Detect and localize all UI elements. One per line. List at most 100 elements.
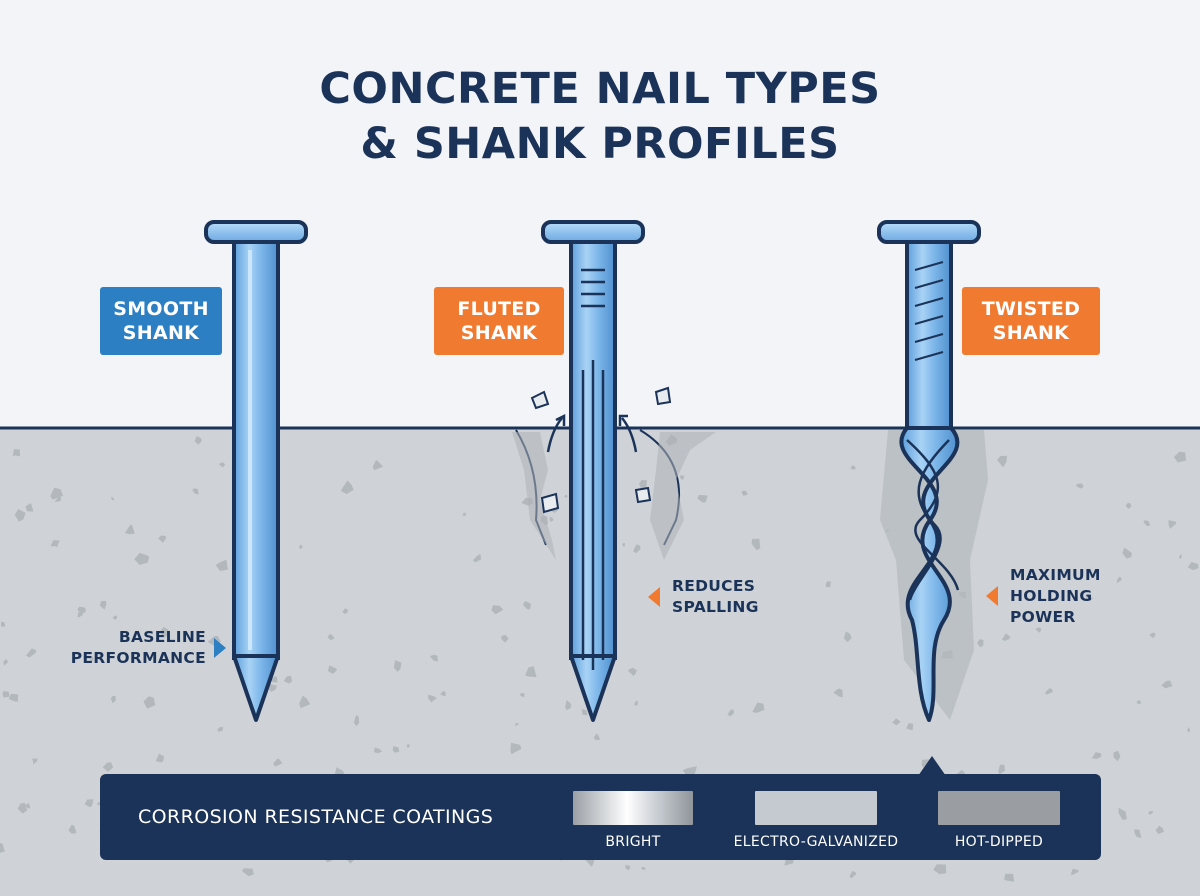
- aggregate-speck: [17, 802, 28, 814]
- aggregate-speck: [50, 540, 60, 548]
- aggregate-speck: [372, 459, 384, 471]
- aggregate-speck: [625, 865, 631, 871]
- aggregate-speck: [155, 753, 165, 763]
- aggregate-speck: [462, 512, 466, 517]
- aggregate-speck: [998, 764, 1006, 775]
- aggregate-speck: [593, 733, 601, 741]
- aggregate-speck: [1, 621, 6, 627]
- smooth-note: BASELINE PERFORMANCE: [40, 627, 206, 669]
- aggregate-speck: [843, 631, 852, 643]
- aggregate-speck: [565, 700, 572, 711]
- fluted-note: REDUCES SPALLING: [672, 576, 812, 618]
- aggregate-speck: [1122, 547, 1132, 559]
- aggregate-speck: [112, 615, 118, 620]
- twisted-note-line-1: MAXIMUM: [1010, 566, 1101, 584]
- fluted-note-line-2: SPALLING: [672, 598, 759, 616]
- aggregate-speck: [25, 503, 34, 512]
- aggregate-speck: [472, 553, 482, 563]
- aggregate-speck: [1071, 868, 1079, 876]
- fluted-tag-line-2: SHANK: [460, 322, 538, 344]
- smooth-nail: [204, 220, 308, 722]
- aggregate-speck: [241, 868, 254, 877]
- twisted-note-line-2: HOLDING: [1010, 587, 1093, 605]
- aggregate-speck: [1136, 700, 1141, 704]
- aggregate-speck: [392, 746, 400, 753]
- aggregate-speck: [353, 715, 360, 727]
- aggregate-speck: [1173, 451, 1186, 463]
- aggregate-speck: [283, 675, 293, 684]
- title-line-1: CONCRETE NAIL TYPES: [319, 64, 881, 114]
- fluted-tag-line-1: FLUTED: [457, 298, 541, 320]
- aggregate-speck: [522, 601, 531, 610]
- aggregate-speck: [32, 758, 38, 765]
- swatch-electro-galvanized: [755, 791, 877, 825]
- twisted-shank-tag: TWISTED SHANK: [962, 287, 1100, 355]
- swatch-electro-galvanized-label: ELECTRO-GALVANIZED: [733, 834, 899, 850]
- aggregate-speck: [1187, 727, 1191, 733]
- coatings-pointer: [918, 756, 946, 776]
- aggregate-speck: [1035, 627, 1042, 633]
- aggregate-speck: [8, 693, 18, 702]
- aggregate-speck: [3, 659, 8, 666]
- aggregate-speck: [14, 509, 26, 522]
- aggregate-speck: [906, 723, 914, 731]
- aggregate-speck: [641, 866, 646, 871]
- aggregate-speck: [627, 667, 637, 677]
- swatch-bright-label: BRIGHT: [605, 834, 661, 850]
- aggregate-speck: [328, 665, 337, 674]
- aggregate-speck: [1001, 633, 1011, 641]
- aggregate-speck: [1044, 688, 1053, 695]
- aggregate-speck: [833, 688, 843, 698]
- aggregate-speck: [96, 802, 101, 806]
- aggregate-speck: [192, 488, 199, 495]
- aggregate-speck: [110, 695, 116, 704]
- aggregate-speck: [682, 766, 697, 777]
- aggregate-speck: [143, 696, 156, 709]
- smooth-shank-tag: SMOOTH SHANK: [100, 287, 222, 355]
- aggregate-speck: [0, 843, 5, 853]
- aggregate-speck: [217, 726, 224, 732]
- aggregate-speck: [299, 695, 311, 709]
- aggregate-speck: [2, 691, 10, 698]
- twisted-nail: [877, 220, 988, 722]
- aggregate-speck: [741, 490, 748, 496]
- aggregate-speck: [111, 496, 115, 501]
- aggregate-speck: [697, 494, 708, 503]
- fluted-shank-tag: FLUTED SHANK: [434, 287, 564, 355]
- twisted-tag-line-2: SHANK: [992, 322, 1070, 344]
- aggregate-speck: [525, 666, 537, 678]
- aggregate-speck: [1134, 829, 1142, 839]
- aggregate-speck: [892, 718, 901, 726]
- aggregate-speck: [622, 543, 625, 547]
- aggregate-speck: [1161, 680, 1173, 689]
- aggregate-speck: [1143, 520, 1151, 527]
- aggregate-speck: [25, 803, 31, 809]
- aggregate-speck: [393, 660, 402, 672]
- title-line-2: & SHANK PROFILES: [360, 119, 840, 169]
- aggregate-speck: [158, 535, 166, 543]
- smooth-note-line-2: PERFORMANCE: [70, 649, 206, 667]
- aggregate-speck: [273, 758, 283, 767]
- aggregate-speck: [510, 742, 522, 755]
- aggregate-speck: [440, 690, 446, 696]
- aggregate-speck: [99, 600, 107, 610]
- aggregate-speck: [581, 709, 588, 716]
- aggregate-speck: [1116, 576, 1122, 584]
- aggregate-speck: [134, 552, 150, 565]
- aggregate-speck: [564, 495, 568, 498]
- aggregate-speck: [1113, 750, 1121, 762]
- twisted-note-line-3: POWER: [1010, 608, 1076, 626]
- aggregate-speck: [428, 694, 437, 703]
- aggregate-speck: [1091, 752, 1102, 759]
- aggregate-speck: [679, 475, 684, 480]
- aggregate-speck: [340, 480, 354, 495]
- aggregate-speck: [634, 700, 638, 706]
- fluted-nail: [512, 220, 716, 722]
- smooth-note-arrow-icon: [214, 638, 226, 658]
- aggregate-speck: [633, 544, 641, 554]
- aggregate-speck: [1125, 502, 1132, 509]
- aggregate-speck: [850, 465, 856, 470]
- aggregate-speck: [727, 709, 734, 717]
- swatch-hot-dipped: [938, 791, 1060, 825]
- aggregate-speck: [752, 702, 765, 713]
